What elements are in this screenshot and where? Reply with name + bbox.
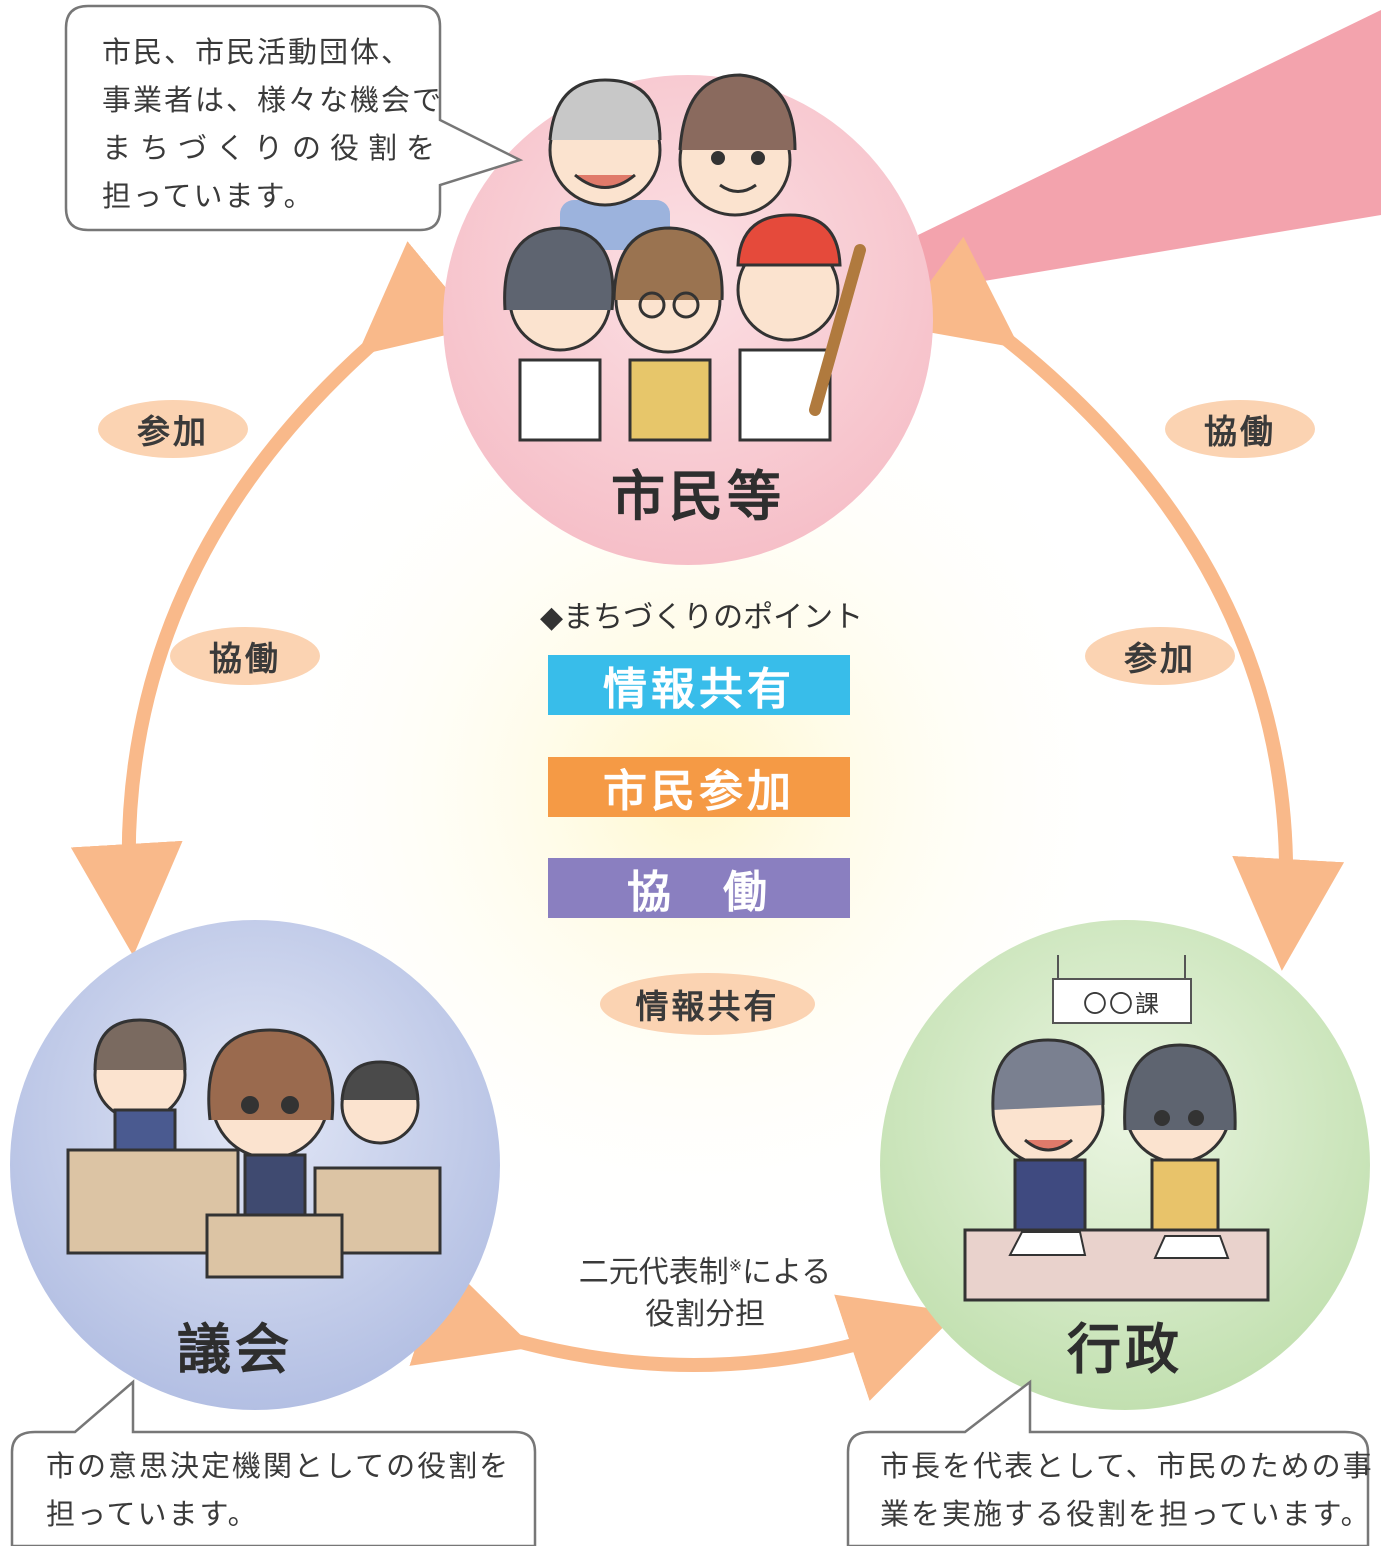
bubble-line: 担っています。 — [46, 1497, 259, 1531]
bubble-line: 市の意思決定機関としての役割を — [46, 1449, 511, 1483]
node-council-label: 議会 — [177, 1318, 293, 1381]
label-right-participation: 参加 — [1085, 627, 1235, 685]
council-illustration — [66, 1018, 442, 1279]
bubble-line: 事業者は、様々な機会で — [102, 83, 444, 117]
dual-line-1: 二元代表制※による — [540, 1245, 870, 1294]
bubble-line: 担っています。 — [102, 179, 315, 213]
label-right-collaboration: 協働 — [1165, 400, 1315, 458]
dual-representation: 二元代表制※による 役割分担 — [540, 1245, 870, 1336]
bubble-line: まちづくりの役割を — [102, 131, 445, 165]
node-citizens-label: 市民等 — [611, 465, 785, 528]
arrow-left — [70, 241, 479, 956]
dual-line-2: 役割分担 — [645, 1297, 765, 1332]
bubble-line: 業を実施する役割を担っています。 — [880, 1497, 1372, 1531]
bubble-admin-text: 市長を代表として、市民のための事 業を実施する役割を担っています。 — [880, 1442, 1374, 1538]
admin-illustration — [963, 955, 1270, 1302]
bubble-citizens-shape — [64, 4, 524, 232]
bubble-admin-shape — [846, 1379, 1370, 1546]
arrow-right — [896, 236, 1345, 971]
bubble-line: 市長を代表として、市民のための事 — [880, 1449, 1374, 1483]
dual-mark: ※ — [728, 1256, 743, 1275]
label-info-share: 情報共有 — [600, 973, 815, 1035]
point-citizen-participation: 市民参加 — [548, 757, 850, 817]
label-left-participation: 参加 — [98, 400, 248, 458]
office-sign: 〇〇課 — [1052, 978, 1192, 1024]
point-collaboration: 協 働 — [548, 858, 850, 918]
dual-line1-text: 二元代表制 — [578, 1255, 729, 1290]
bubble-line: 市民、市民活動団体、 — [102, 35, 413, 69]
points-title: ◆まちづくりのポイント — [540, 600, 864, 635]
bubble-council-shape — [10, 1379, 537, 1546]
dual-line1-suffix: による — [742, 1255, 832, 1290]
citizens-illustration — [503, 73, 866, 442]
label-left-collaboration: 協働 — [170, 627, 320, 685]
pink-beam — [918, 10, 1381, 290]
point-info-share: 情報共有 — [548, 655, 850, 715]
node-admin-label: 行政 — [1067, 1318, 1183, 1381]
bubble-council-text: 市の意思決定機関としての役割を 担っています。 — [46, 1442, 510, 1538]
bubble-citizens-text: 市民、市民活動団体、 事業者は、様々な機会で まちづくりの役割を 担っています。 — [102, 28, 444, 220]
arrow-bottom — [409, 1259, 959, 1401]
